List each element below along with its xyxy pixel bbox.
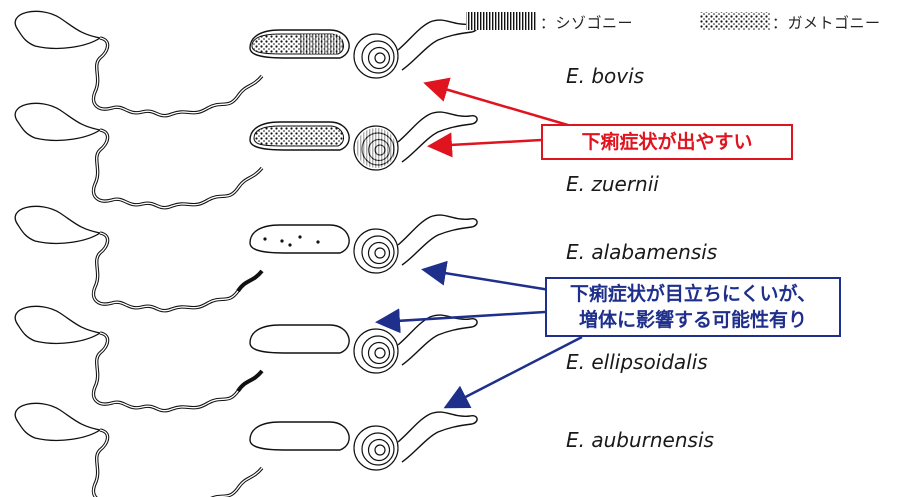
species-alabamensis: E. alabamensis — [566, 240, 717, 264]
legend-gametogony-swatch — [700, 12, 770, 30]
species-auburnensis: E. auburnensis — [566, 428, 714, 452]
blue-arrow-auburnensis — [448, 337, 582, 406]
blue-arrow-alabamensis — [426, 270, 550, 290]
species-zuernii: E. zuernii — [566, 172, 659, 196]
callout-weight-line1: 下痢症状が目立ちにくいが、 — [547, 281, 839, 307]
red-arrow-bovis — [428, 84, 578, 128]
red-arrow-zuernii — [432, 140, 541, 146]
species-ellipsoidalis: E. ellipsoidalis — [566, 350, 708, 374]
blue-arrow-ellipsoidalis — [380, 312, 545, 322]
species-bovis: E. bovis — [566, 64, 644, 88]
callout-weight-impact: 下痢症状が目立ちにくいが、 増体に影響する可能性有り — [545, 277, 841, 337]
legend-gametogony: ：ガメトゴニー — [772, 12, 881, 33]
gut-auburnensis — [15, 403, 477, 497]
callout-weight-line2: 増体に影響する可能性有り — [547, 307, 839, 333]
legend-schizogony: ：シゾゴニー — [540, 12, 633, 33]
gut-zuernii — [15, 103, 477, 207]
callout-diarrhea: 下痢症状が出やすい — [541, 124, 793, 160]
gut-alabamensis — [15, 206, 477, 310]
gut-bovis — [15, 11, 477, 115]
legend-schizogony-swatch — [466, 12, 536, 30]
gut-ellipsoidalis — [15, 306, 477, 410]
